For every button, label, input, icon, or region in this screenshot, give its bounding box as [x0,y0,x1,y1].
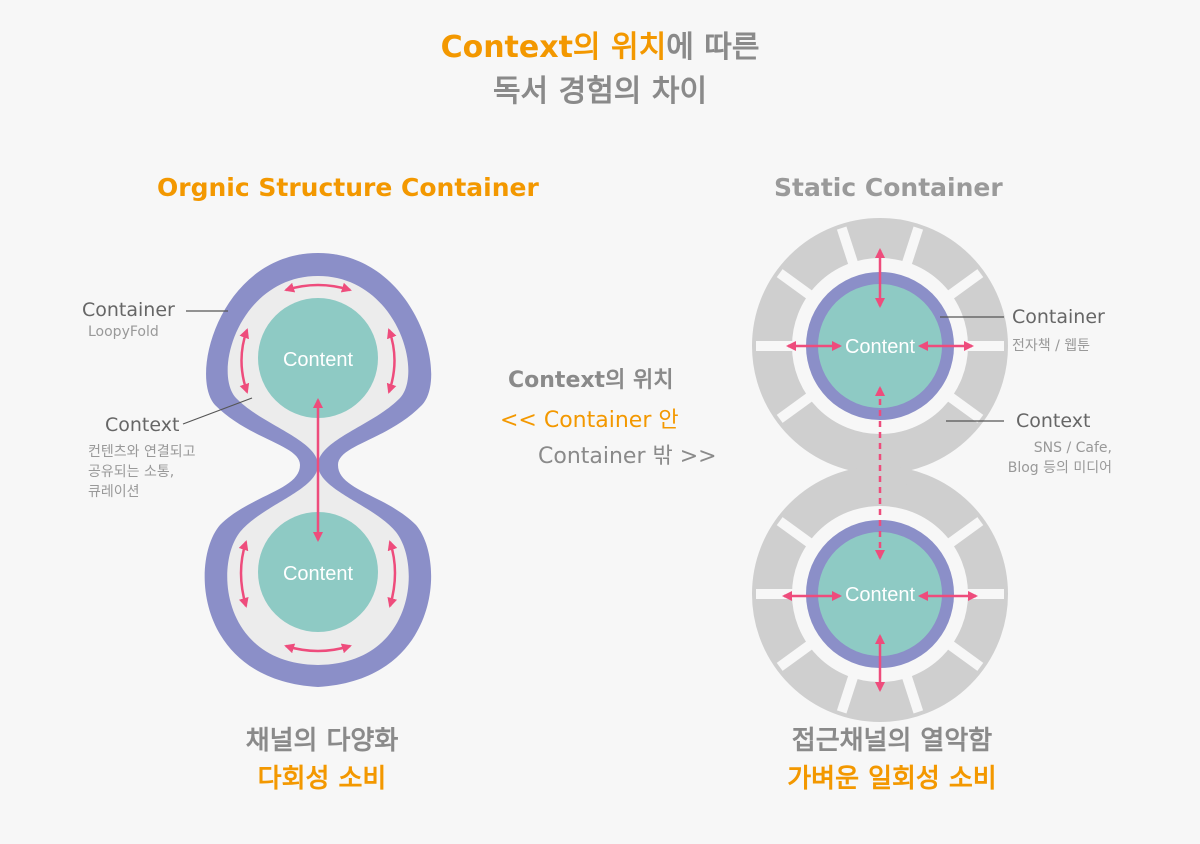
left-arc-arrow-bottom [284,643,352,654]
title-highlight-a: Context의 [440,30,601,65]
left-content-top-label: Content [283,349,353,371]
right-context-sub: SNS / Cafe, Blog 등의 미디어 [988,438,1112,478]
left-content-top-circle [258,298,378,418]
center-heading: Context의 위치 [508,368,674,393]
left-context-leader [182,397,253,425]
center-inside-label: << Container 안 [500,408,679,433]
left-arc-arrow-lower-left [238,540,249,608]
right-heading: Static Container [774,173,1003,202]
left-context-label: Context [105,414,180,436]
right-content-top-circle [818,284,942,408]
right-content-top-label: Content [845,336,915,358]
right-content-bottom-label: Content [845,584,915,606]
right-static-container: Content Content [752,218,1008,722]
left-content-bottom-label: Content [283,563,353,585]
right-bottom-line-2: 가벼운 일회성 소비 [787,764,997,794]
left-context-sub-line: 큐레이션 [88,484,140,500]
left-arc-arrow-upper-left [239,328,250,394]
left-content-bottom-circle [258,512,378,632]
right-context-sub-line: SNS / Cafe, [1033,440,1112,456]
left-container-sub: LoopyFold [88,324,159,340]
title-line-1: Context의 위치에 따른 [0,22,1200,66]
right-context-sub-line: Blog 등의 미디어 [1007,460,1112,476]
right-container-label: Container [1012,306,1105,328]
left-arc-arrow-upper-right [386,328,397,394]
left-context-sub-line: 컨텐츠와 연결되고 [88,444,196,460]
title-rest: 에 따른 [666,30,760,65]
title-highlight-b: 위치 [610,30,667,65]
left-context-sub-line: 공유되는 소통, [88,464,175,480]
center-outside-label: Container 밖 >> [538,444,717,469]
left-container-label: Container [82,299,175,321]
right-bottom-line-1: 접근채널의 열악함 [791,726,993,756]
right-context-label: Context [1016,410,1091,432]
left-bottom-line-1: 채널의 다양화 [245,726,399,756]
left-bottom-line-2: 다회성 소비 [257,764,387,794]
left-arc-arrow-lower-right [387,540,398,608]
left-arc-arrow-top [284,282,352,293]
right-content-bottom-circle [818,532,942,656]
title-line-2: 독서 경험의 차이 [492,74,708,109]
left-heading: Orgnic Structure Container [157,173,539,202]
left-context-sub: 컨텐츠와 연결되고 공유되는 소통, 큐레이션 [88,442,196,502]
right-container-sub: 전자책 / 웹툰 [1012,338,1091,354]
left-organic-container: Content Content [182,253,432,687]
